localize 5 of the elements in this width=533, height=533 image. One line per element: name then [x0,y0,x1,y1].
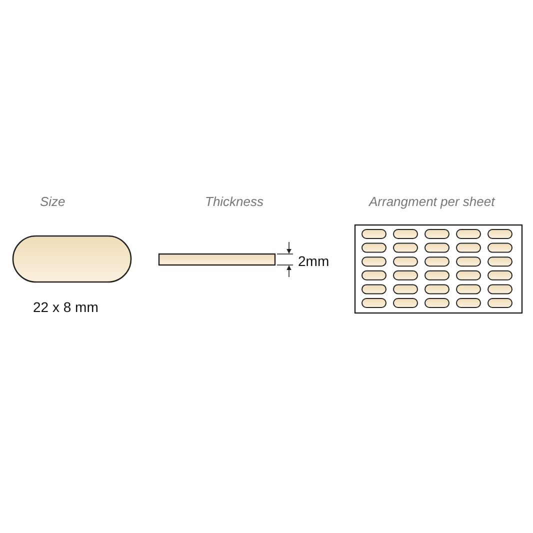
section-heading: Thickness [205,195,264,208]
section-heading: Arrangment per sheet [369,195,495,208]
section-heading: Size [40,195,66,208]
dimension-label: 22 x 8 mm [33,300,98,314]
dimension-label: 2mm [298,254,330,268]
